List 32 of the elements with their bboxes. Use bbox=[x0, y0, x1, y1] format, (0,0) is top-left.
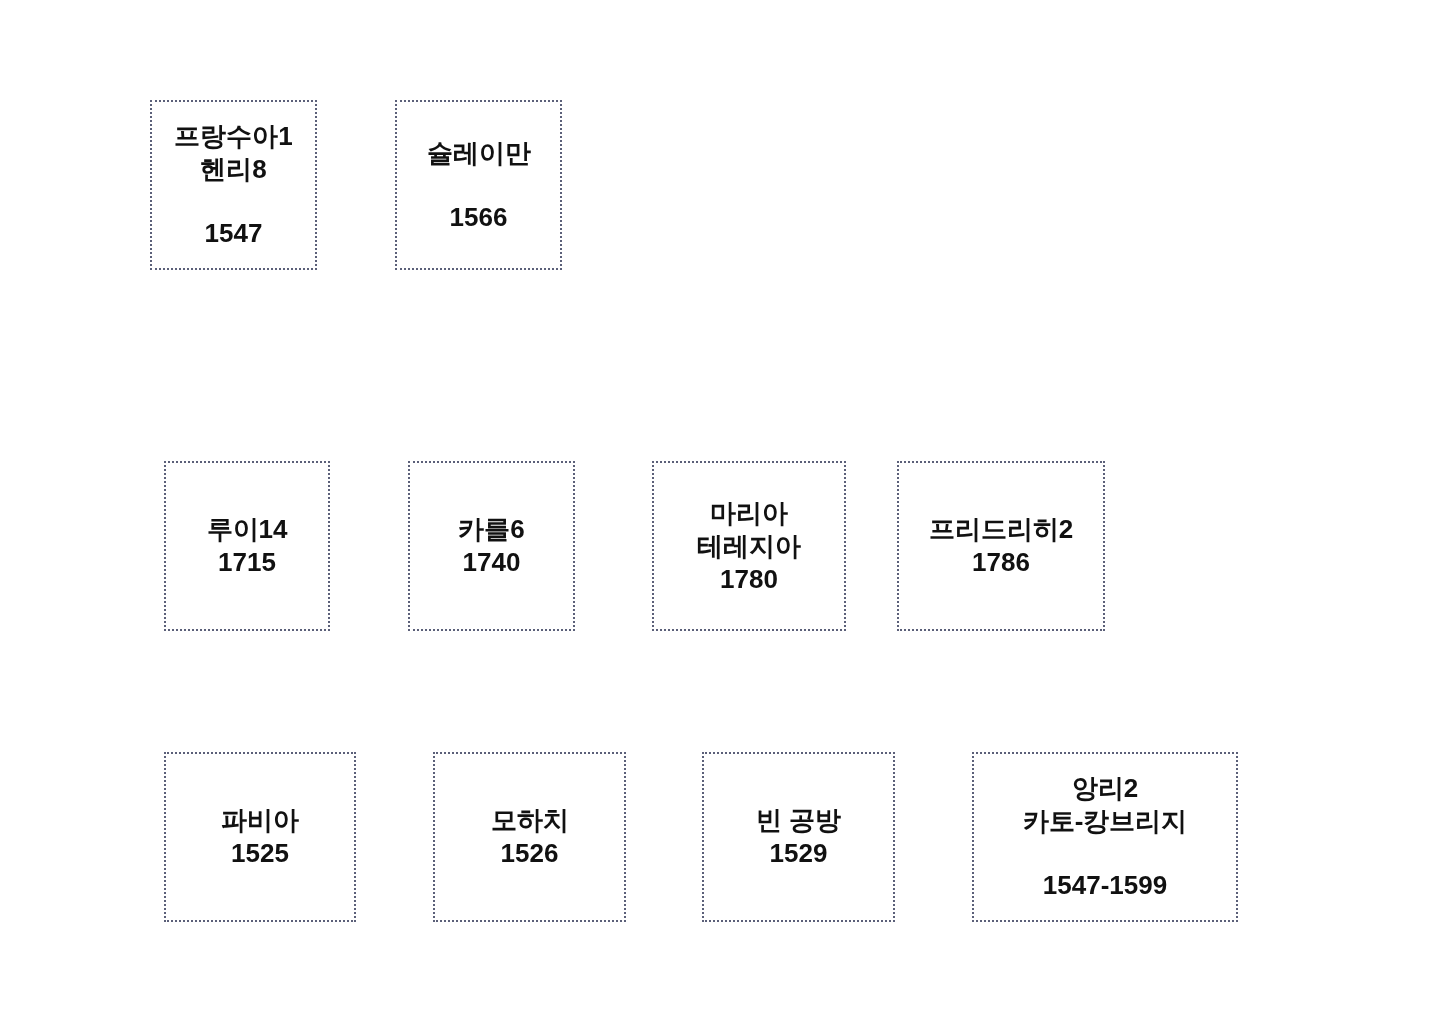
event-box bbox=[150, 100, 317, 270]
name-label: 파비아 bbox=[221, 804, 299, 837]
name-label: 프리드리히2 bbox=[928, 513, 1074, 546]
year-label: 1529 bbox=[769, 837, 828, 870]
year-label: 1715 bbox=[218, 546, 276, 579]
name-label: 카를6 bbox=[458, 513, 525, 546]
name-label: 슐레이만 bbox=[426, 136, 531, 170]
name-label: 마리아 테레지아 bbox=[696, 496, 802, 563]
name-label: 헨리8 bbox=[200, 153, 267, 186]
year-label: 1547-1599 bbox=[1042, 869, 1168, 902]
year-label: 1525 bbox=[231, 837, 289, 870]
event-box bbox=[433, 752, 626, 922]
event-box bbox=[972, 752, 1238, 922]
year-label: 1547 bbox=[204, 217, 263, 250]
name-label: 프랑수아1 bbox=[174, 120, 293, 153]
name-label: 앙리2 bbox=[1071, 772, 1139, 805]
name-label: 카토-캉브리지 bbox=[1022, 805, 1188, 838]
year-label: 1566 bbox=[449, 200, 508, 234]
name-label: 루이14 bbox=[206, 513, 288, 546]
year-label: 1786 bbox=[972, 546, 1030, 579]
event-box bbox=[702, 752, 895, 922]
year-label: 1780 bbox=[720, 562, 778, 596]
event-box bbox=[164, 461, 330, 631]
year-label: 1740 bbox=[462, 546, 521, 579]
name-label: 모하치 bbox=[490, 804, 569, 837]
event-box bbox=[897, 461, 1105, 631]
event-box bbox=[395, 100, 562, 270]
event-box bbox=[652, 461, 846, 631]
event-box bbox=[164, 752, 356, 922]
event-box bbox=[408, 461, 575, 631]
name-label: 빈 공방 bbox=[755, 804, 842, 837]
year-label: 1526 bbox=[500, 837, 559, 870]
